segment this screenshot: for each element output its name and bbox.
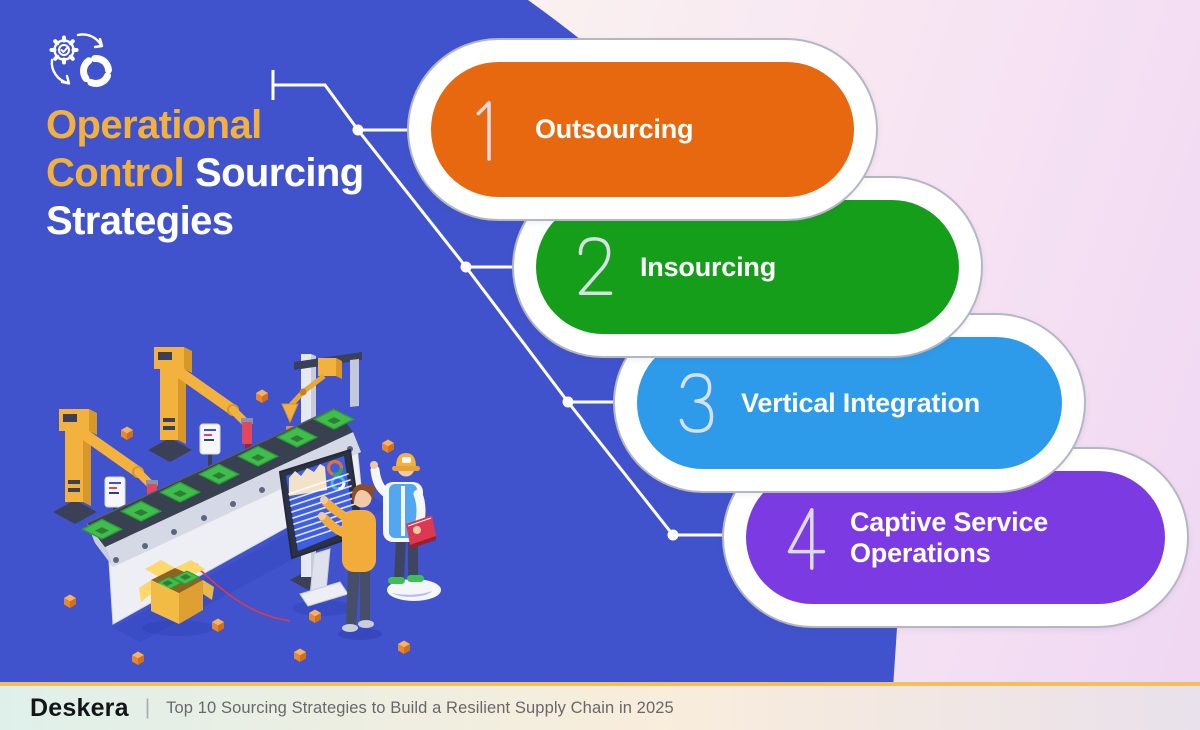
- strategy-label: Insourcing: [640, 251, 777, 282]
- factory-illustration: [53, 347, 441, 665]
- pill-number-1: [476, 100, 491, 161]
- gear-icon: [49, 35, 79, 65]
- pill-number-3: [679, 373, 714, 433]
- title-line2-rest: Sourcing: [195, 151, 364, 195]
- strategy-card-1: Outsourcing: [407, 38, 878, 221]
- pill-number-2: [578, 237, 613, 295]
- title-line2-accent: Control: [46, 151, 185, 195]
- ccw-arrowhead-icon: [60, 74, 71, 85]
- strategy-pill-outsourcing: Outsourcing: [431, 62, 854, 197]
- strategy-pill-vertical-integration: Vertical Integration: [637, 337, 1062, 469]
- supervisor-worker: [370, 453, 441, 601]
- robot-arm: [148, 347, 253, 462]
- control-panel-box: [199, 423, 221, 466]
- gear-sync-icon: [49, 33, 112, 87]
- footer-bar: Deskera | Top 10 Sourcing Strategies to …: [0, 682, 1200, 730]
- strategy-label: Vertical Integration: [741, 387, 981, 418]
- strategy-pill-captive-service: Captive Service Operations: [746, 471, 1165, 604]
- brand-logo: Deskera: [30, 693, 129, 722]
- footer-separator: |: [144, 696, 151, 719]
- cw-arrowhead-icon: [93, 37, 104, 49]
- robot-arm: [53, 409, 158, 524]
- segmented-cycle-icon: [80, 55, 112, 87]
- cw-arrow-icon: [76, 33, 103, 47]
- strategy-label: Outsourcing: [535, 114, 694, 145]
- title-line1: Operational: [46, 103, 262, 147]
- parts-box: [139, 560, 214, 636]
- title-line3: Strategies: [46, 199, 234, 243]
- footer-tagline: Top 10 Sourcing Strategies to Build a Re…: [166, 698, 674, 717]
- pill-number-4: [787, 507, 826, 570]
- strategy-label: Captive Service Operations: [850, 507, 1049, 568]
